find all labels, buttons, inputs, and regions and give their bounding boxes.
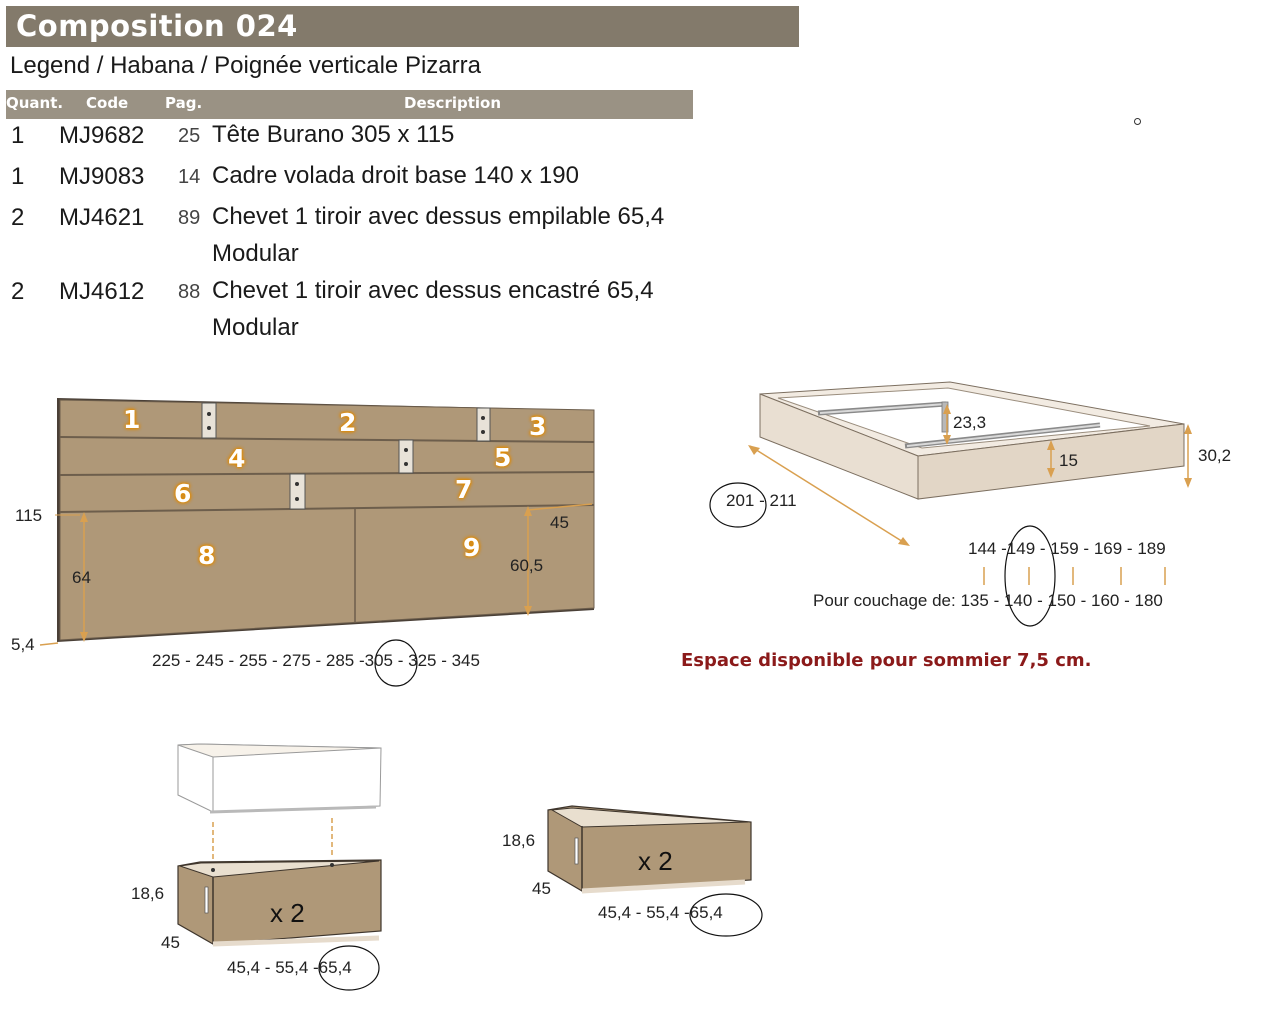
nightstand-right-depth: 45	[532, 879, 551, 898]
table-header: Quant. Code Pag. Description	[6, 90, 693, 119]
panel-number: 8	[198, 541, 216, 570]
headboard-lower-height-label: 64	[72, 568, 91, 587]
nightstand-left-drawing	[177, 743, 382, 991]
marker-dot	[1134, 118, 1141, 125]
column-header-page: Pag.	[165, 94, 203, 112]
title-bar: Composition 024	[6, 6, 799, 47]
row-quantity: 2	[11, 204, 25, 231]
column-header-quantity: Quant.	[6, 94, 64, 112]
selected-width-circle	[374, 639, 418, 687]
headboard-height-label: 115	[15, 506, 43, 525]
headboard-lower-right-label: 60,5	[510, 556, 544, 575]
column-header-description: Description	[404, 94, 502, 112]
panel-number: 9	[463, 533, 481, 562]
row-quantity: 1	[11, 122, 25, 149]
nightstand-right-count: x 2	[638, 846, 673, 876]
panel-number: 7	[455, 475, 473, 504]
bed-frame-drawing	[709, 381, 1192, 627]
column-header-code: Code	[86, 94, 129, 112]
page-subtitle: Legend / Habana / Poignée verticale Piza…	[10, 52, 481, 79]
row-code: MJ9083	[59, 163, 145, 190]
panel-number: 6	[174, 479, 192, 508]
row-description-continued: Modular	[212, 314, 299, 341]
base-space-note: Espace disponible pour sommier 7,5 cm.	[681, 650, 1092, 671]
panel-number: 4	[228, 444, 246, 473]
nightstand-left-depth: 45	[161, 933, 180, 952]
headboard-selected-width: 305	[364, 651, 394, 670]
row-page: 88	[178, 281, 201, 303]
frame-height-label: 30,2	[1198, 446, 1232, 465]
row-description: Cadre volada droit base 140 x 190	[212, 162, 579, 189]
panel-number: 3	[529, 412, 547, 441]
nightstand-right-width-options: 45,4 - 55,4 -65,4	[598, 903, 723, 922]
row-code: MJ4621	[59, 204, 145, 231]
nightstand-right-selected-width: 65,4	[689, 903, 723, 922]
rail-height-label: 15	[1059, 451, 1078, 470]
row-page: 25	[178, 125, 201, 147]
panel-number: 5	[494, 443, 512, 472]
panel-number: 2	[339, 408, 357, 437]
headboard-face	[59, 399, 595, 641]
frame-selected-sleeping-width: 140	[1003, 591, 1033, 610]
row-page: 89	[178, 207, 201, 229]
frame-selected-outer-width: 149	[1006, 539, 1036, 558]
nightstand-left-width-options: 45,4 - 55,4 -65,4	[227, 958, 352, 977]
row-description: Tête Burano 305 x 115	[212, 121, 455, 148]
slat-height-label: 23,3	[953, 413, 987, 432]
nightstand-left-height: 18,6	[131, 884, 165, 903]
headboard-drawing	[39, 398, 595, 687]
row-description: Chevet 1 tiroir avec dessus encastré 65,…	[212, 277, 654, 304]
row-description: Chevet 1 tiroir avec dessus empilable 65…	[212, 203, 665, 230]
frame-length-options: 201 - 211	[726, 491, 797, 510]
nightstand-right-drawing	[547, 805, 763, 937]
row-code: MJ9682	[59, 122, 145, 149]
frame-outer-width-options: 144 -149 - 159 - 169 - 189	[968, 539, 1166, 558]
nightstand-right-height: 18,6	[502, 831, 536, 850]
nightstand-left-selected-width: 65,4	[318, 958, 352, 977]
headboard-width-options: 225 - 245 - 255 - 275 - 285 -305 - 325 -…	[152, 651, 480, 670]
frame-inner-width-options: Pour couchage de: 135 - 140 - 150 - 160 …	[813, 591, 1163, 610]
panel-number: 1	[123, 405, 141, 434]
headboard-depth-label: 45	[550, 513, 569, 532]
nightstand-left-count: x 2	[270, 898, 305, 928]
row-quantity: 1	[11, 163, 25, 190]
headboard-base-label: 5,4	[11, 635, 35, 654]
page-title: Composition 024	[16, 9, 298, 43]
row-page: 14	[178, 166, 201, 188]
row-code: MJ4612	[59, 278, 145, 305]
frame-selected-length: 201	[726, 491, 755, 510]
row-description-continued: Modular	[212, 240, 299, 267]
row-quantity: 2	[11, 278, 25, 305]
